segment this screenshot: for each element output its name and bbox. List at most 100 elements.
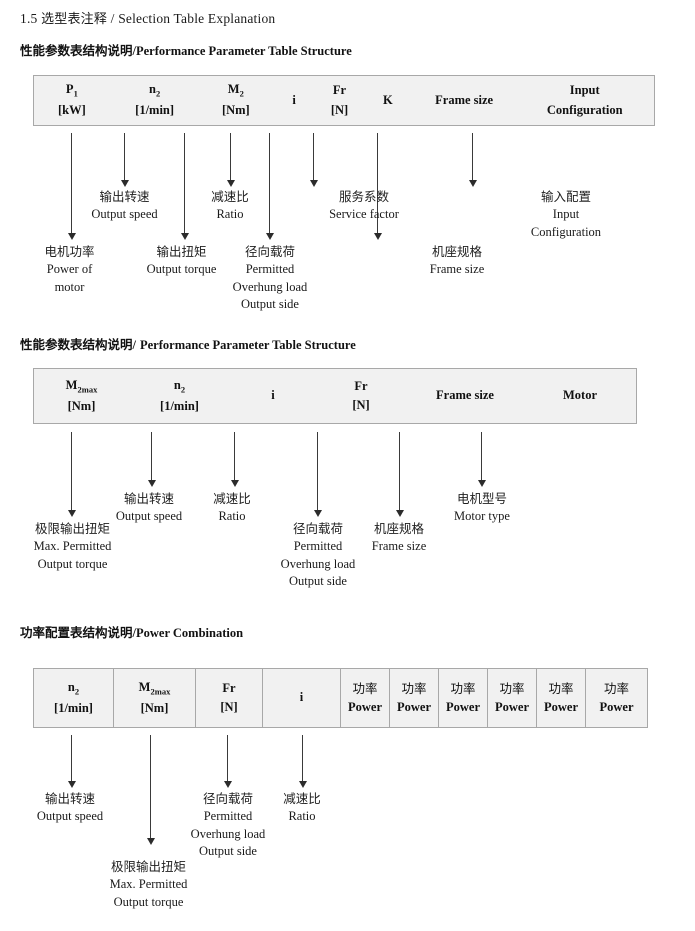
block3-heading-en: Power Combination	[136, 626, 244, 640]
annotation-b1-service-factor: 服务系数 Service factor	[329, 189, 399, 221]
annotation-b2-frame-size: 机座规格 Frame size	[371, 521, 427, 553]
block3-heading-separator: /	[132, 626, 136, 640]
annotation-b1-ratio: 减速比 Ratio	[211, 189, 249, 221]
block2-heading-cn: 性能参数表结构说明	[20, 337, 133, 352]
annotation-b3-max-output-torque: 极限输出扭矩 Max. Permitted Output torque	[109, 859, 188, 909]
annotation-b2-output-speed: 输出转速 Output speed	[115, 491, 183, 523]
table1-col-m2-subscript: 2	[239, 88, 244, 99]
table1-col-i-symbol: i	[292, 92, 296, 107]
table2-col-m2max-symbol: M	[65, 377, 78, 392]
annotation-b1-power-of-motor: 电机功率 Power of motor	[44, 244, 95, 294]
table1-col-fr: Fr [N]	[316, 76, 363, 125]
annotation-b1-overhung-load: 径向载荷 Permitted Overhung load Output side	[232, 244, 308, 312]
table3-col-m2max: M2max [Nm]	[114, 669, 196, 727]
block1-heading-en: Performance Parameter Table Structure	[136, 44, 352, 58]
annotation-b2-overhung-load: 径向载荷 Permitted Overhung load Output side	[280, 521, 356, 589]
table1-col-i: i	[272, 76, 316, 125]
table3-col-power-4-en: Power	[494, 700, 529, 714]
table2-col-n2-symbol: n	[173, 377, 181, 392]
table1-col-p1-unit: [kW]	[57, 103, 86, 118]
annotation-b1-input-configuration: 输入配置 Input Configuration	[530, 189, 602, 239]
section-title-en: Selection Table Explanation	[118, 11, 276, 26]
table2-col-n2-unit: [1/min]	[160, 398, 199, 413]
table3-col-fr-symbol: Fr	[222, 680, 236, 695]
table2-col-fr-symbol: Fr	[354, 378, 368, 393]
table3-col-power-3-en: Power	[445, 700, 480, 714]
annotation-b3-overhung-load: 径向载荷 Permitted Overhung load Output side	[190, 791, 266, 859]
block1-heading-separator: /	[132, 44, 136, 58]
annotation-b2-motor-type: 电机型号 Motor type	[454, 491, 510, 523]
table3-col-power-1: 功率 Power	[341, 669, 390, 727]
table3-col-power-4-cn: 功率	[499, 680, 525, 696]
annotation-b1-frame-size: 机座规格 Frame size	[429, 244, 485, 276]
table2-col-i: i	[230, 369, 316, 423]
table1-col-frame-size: Frame size	[413, 76, 516, 125]
table2-col-m2max: M2max [Nm]	[34, 369, 129, 423]
table3-col-n2-symbol: n	[67, 679, 75, 694]
annotation-b1-output-torque: 输出扭矩 Output torque	[146, 244, 217, 276]
table3-col-power-2-en: Power	[396, 700, 431, 714]
table3-col-m2max-unit: [Nm]	[140, 700, 169, 715]
table3-col-fr-unit: [N]	[220, 700, 238, 714]
table1-col-n2-symbol: n	[149, 82, 156, 97]
table1-col-n2-subscript: 2	[155, 88, 161, 99]
table1-col-k-symbol: K	[382, 92, 393, 107]
table3-col-power-4: 功率 Power	[488, 669, 537, 727]
table3-col-power-3: 功率 Power	[439, 669, 488, 727]
table3-col-fr: Fr [N]	[196, 669, 263, 727]
table1-col-k: K	[363, 76, 413, 125]
table3-col-power-1-en: Power	[347, 700, 382, 714]
table1-col-m2-symbol: M	[227, 82, 240, 97]
table1-col-frame-size-label: Frame size	[435, 92, 494, 107]
table2-col-n2-subscript: 2	[180, 384, 186, 395]
table2-col-fr-unit: [N]	[352, 398, 370, 412]
block2-heading: 性能参数表结构说明/ Performance Parameter Table S…	[20, 334, 356, 354]
block2-heading-separator: /	[132, 338, 136, 352]
block1-heading: 性能参数表结构说明/Performance Parameter Table St…	[20, 40, 352, 60]
annotation-b2-max-output-torque: 极限输出扭矩 Max. Permitted Output torque	[33, 521, 112, 571]
table3-col-m2max-symbol: M	[138, 679, 151, 694]
table1-col-input-line2: Configuration	[546, 102, 623, 117]
table1-col-n2: n2 [1/min]	[110, 76, 200, 125]
annotation-b2-ratio: 减速比 Ratio	[213, 491, 251, 523]
block1-heading-cn: 性能参数表结构说明	[20, 43, 133, 58]
table3-col-i: i	[263, 669, 341, 727]
table3-col-n2-unit: [1/min]	[54, 700, 93, 715]
table3-col-power-6-en: Power	[599, 700, 634, 714]
block3-heading-cn: 功率配置表结构说明	[20, 625, 133, 640]
table1-col-p1-subscript: 1	[73, 88, 78, 99]
annotation-b3-ratio: 减速比 Ratio	[283, 791, 321, 823]
page-title: 1.5 选型表注释 / Selection Table Explanation	[20, 8, 275, 27]
table2-col-m2max-unit: [Nm]	[67, 398, 96, 413]
table3-col-n2-subscript: 2	[74, 686, 80, 697]
power-combination-table: n2 [1/min] M2max [Nm] Fr [N] i 功率 Power …	[33, 668, 648, 728]
table3-col-power-3-cn: 功率	[450, 680, 476, 696]
table2-col-n2: n2 [1/min]	[129, 369, 230, 423]
table2-col-m2max-subscript: 2max	[77, 384, 98, 395]
table1-col-p1: P1 [kW]	[34, 76, 110, 125]
performance-parameter-table-1: P1 [kW] n2 [1/min] M2 [Nm] i Fr [N] K Fr…	[33, 75, 655, 126]
table3-col-i-symbol: i	[299, 690, 304, 705]
table1-col-fr-symbol: Fr	[332, 83, 347, 98]
section-number: 1.5	[20, 11, 38, 26]
table1-col-input-configuration: Input Configuration	[515, 76, 654, 125]
table3-col-m2max-subscript: 2max	[150, 686, 171, 697]
table3-col-power-6-cn: 功率	[603, 680, 629, 696]
table2-col-frame-size: Frame size	[406, 369, 524, 423]
table1-col-m2-unit: [Nm]	[221, 103, 250, 118]
table1-col-m2: M2 [Nm]	[199, 76, 272, 125]
table2-col-frame-size-label: Frame size	[436, 388, 494, 403]
table2-col-motor-label: Motor	[562, 388, 597, 403]
table1-col-p1-symbol: P	[65, 82, 74, 97]
table2-col-i-symbol: i	[271, 388, 275, 403]
table3-col-power-6: 功率 Power	[586, 669, 647, 727]
block3-heading: 功率配置表结构说明/Power Combination	[20, 622, 243, 642]
block2-heading-en: Performance Parameter Table Structure	[140, 338, 356, 352]
table2-col-fr: Fr [N]	[316, 369, 406, 423]
table3-col-power-1-cn: 功率	[352, 680, 378, 696]
performance-parameter-table-2: M2max [Nm] n2 [1/min] i Fr [N] Frame siz…	[33, 368, 637, 424]
table3-col-power-5-cn: 功率	[548, 680, 574, 696]
table2-col-motor: Motor	[524, 369, 636, 423]
table3-col-power-2: 功率 Power	[390, 669, 439, 727]
